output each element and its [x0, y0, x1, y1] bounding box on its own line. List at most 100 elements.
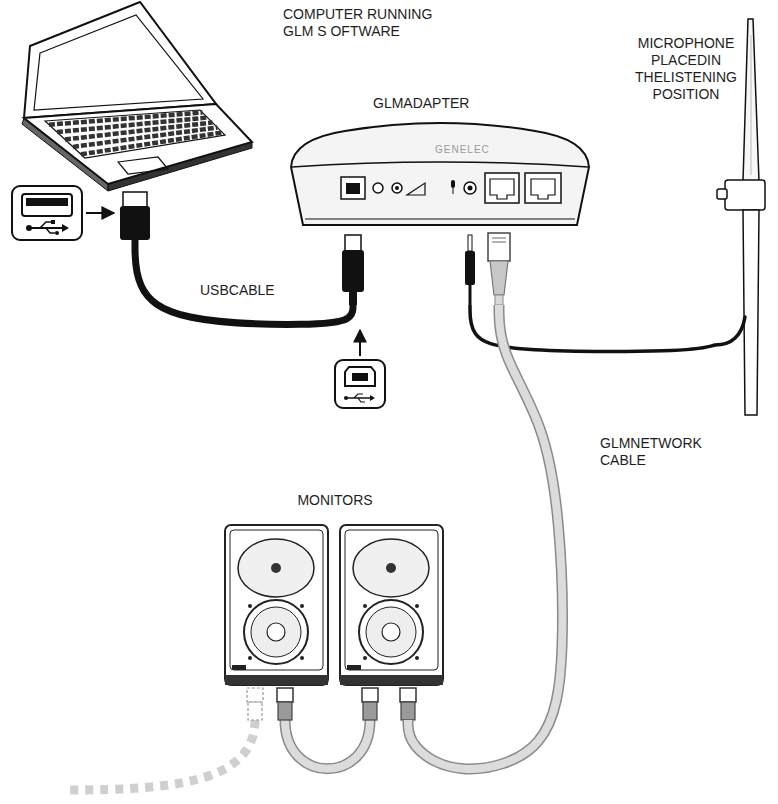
usb-symbol: [55, 231, 59, 235]
monitors-node: MONITORS: [220, 490, 450, 720]
brand-logo: GENELEC: [435, 141, 515, 158]
device-label: MONITORS: [220, 492, 450, 509]
microphone-body: [751, 35, 752, 175]
monitor-baffle: [345, 530, 438, 670]
cable-line: [470, 305, 715, 352]
laptop-screen: [34, 15, 203, 110]
network-plug: [277, 688, 293, 702]
network-plug: [278, 702, 292, 720]
screw: [248, 656, 252, 660]
screw: [300, 604, 304, 608]
waveguide: [353, 539, 429, 597]
dust-cap: [382, 623, 400, 641]
microphone-symbol: [451, 180, 455, 188]
network-plug: [492, 242, 506, 243]
usb-cable: [135, 240, 353, 324]
cable-label: GLMNETWORK CABLE: [600, 435, 715, 469]
jack-socket: [468, 186, 473, 191]
adapter-illustration: [291, 123, 589, 305]
adapter-body: [291, 123, 589, 225]
jack-socket: [392, 183, 402, 193]
computer-node: COMPUTER RUNNING GLM S OFTWARE: [15, 0, 270, 240]
network-port: [525, 173, 561, 203]
monitor-speaker: [340, 525, 443, 685]
usb-port: [346, 183, 360, 194]
network-cable: [408, 305, 562, 769]
cable-line: [408, 305, 562, 769]
monitor-base: [340, 675, 443, 685]
callout-arrow: [359, 330, 361, 356]
usb-symbol: [51, 220, 55, 224]
usb-symbol: [370, 395, 375, 401]
port-tongue: [26, 198, 68, 206]
usb-b-plug: [342, 250, 364, 292]
monitors-illustration: [70, 525, 443, 790]
screw: [363, 656, 367, 660]
tweeter: [386, 563, 396, 573]
screw: [415, 604, 419, 608]
usb-b-plug: [349, 291, 357, 305]
network-port: [490, 179, 514, 199]
monitor-cabinet: [340, 525, 443, 685]
clamp-knob: [717, 189, 727, 199]
port-tongue: [352, 373, 368, 381]
device-label: GLMADAPTER: [373, 95, 513, 112]
microphone-cable: [715, 317, 745, 345]
usb-symbol: [358, 398, 365, 402]
usb-b-plug: [345, 235, 361, 251]
network-plug: [490, 261, 508, 295]
woofer-cone: [251, 607, 301, 657]
adapter-edge: [305, 219, 575, 220]
touchpad: [118, 157, 168, 174]
usb-port: [341, 177, 365, 199]
woofer: [244, 600, 308, 664]
monitor-cabinet: [225, 525, 328, 685]
ghost-plug: [248, 702, 262, 720]
microphone-node: MICROPHONE PLACEDIN THELISTENING POSITIO…: [715, 15, 770, 420]
laptop-lid: [24, 2, 216, 118]
microphone-stand: [743, 210, 759, 415]
network-plug: [363, 702, 377, 720]
laptop-illustration: [22, 2, 252, 191]
network-plug: [495, 295, 503, 305]
network-plug: [400, 688, 416, 702]
network-port: [531, 179, 555, 199]
network-port: [485, 173, 519, 203]
monitor-baffle: [230, 530, 323, 670]
network-plug: [492, 238, 506, 239]
microphone-cable: [470, 305, 715, 352]
jack-socket: [395, 186, 399, 190]
icon-frame: [12, 186, 82, 240]
jack-plug: [465, 251, 475, 285]
screw: [300, 656, 304, 660]
dust-cap: [267, 623, 285, 641]
cable-label: USBCABLE: [200, 282, 275, 299]
tweeter: [271, 563, 281, 573]
monitor-base: [225, 675, 328, 685]
microphone-clamp: [725, 180, 765, 210]
network-plug: [401, 702, 415, 720]
usb-symbol: [26, 225, 32, 231]
adapter-node: GLMADAPTER GENELEC: [285, 95, 595, 305]
woofer-cone: [366, 607, 416, 657]
port-outline: [22, 194, 72, 216]
logo-plate: [232, 665, 246, 670]
icon-frame: [335, 360, 385, 408]
network-plug: [488, 233, 510, 261]
button: [373, 183, 383, 193]
cable-line: [135, 240, 353, 324]
usb-symbol: [354, 394, 363, 398]
plug-metal: [123, 192, 147, 208]
laptop-base: [24, 104, 252, 184]
usb-symbol: [62, 224, 69, 232]
screw: [415, 656, 419, 660]
adapter-edge: [292, 162, 588, 167]
link-cable: [285, 720, 370, 769]
usb-a-plug: [120, 192, 150, 240]
waveguide: [238, 539, 314, 597]
continuation-cable: [70, 720, 255, 790]
logo-plate: [347, 665, 361, 670]
device-label: COMPUTER RUNNING GLM S OFTWARE: [283, 6, 443, 40]
keyboard-row: [81, 133, 223, 155]
